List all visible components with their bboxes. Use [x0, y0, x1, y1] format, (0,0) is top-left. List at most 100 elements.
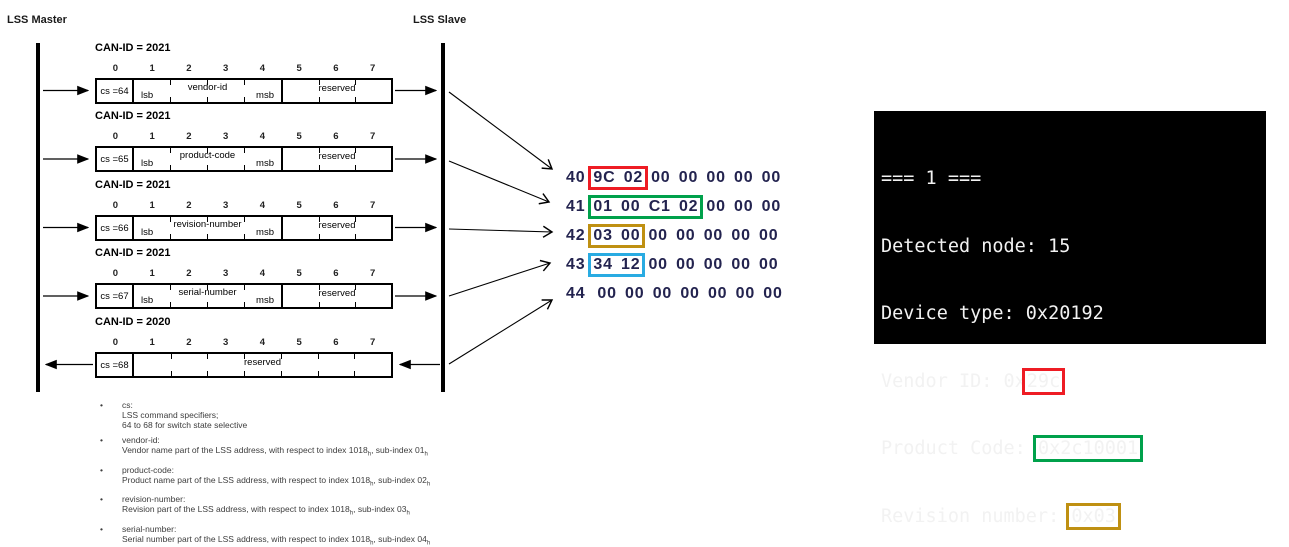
note-desc: Revision part of the LSS address, with r…: [122, 504, 410, 518]
msb-label: msb: [256, 158, 274, 169]
data-field-region: lsb revision-number msb: [134, 217, 283, 239]
mapping-arrow: [448, 259, 552, 297]
reserved-region: reserved: [283, 217, 391, 239]
reserved-region: reserved: [283, 148, 391, 170]
cs-cell: cs =65: [97, 148, 134, 170]
lss-master-label: LSS Master: [7, 14, 67, 26]
bullet-icon: •: [100, 464, 103, 475]
note-desc: Vendor name part of the LSS address, wit…: [122, 445, 428, 458]
lsb-label: lsb: [141, 227, 154, 238]
frame-box: cs =66 lsb revision-number msb reserved: [95, 215, 393, 241]
note-desc: Product name part of the LSS address, wi…: [122, 474, 431, 488]
hex-bytes: 00 00 00 00 00: [651, 168, 782, 186]
reserved-region: reserved: [134, 354, 391, 376]
note-term: serial-number:: [122, 524, 177, 535]
note-term: revision-number:: [122, 494, 186, 505]
hex-bytes: 00 00 00 00 00: [648, 255, 779, 273]
note-product-code: • product-code: Product name part of the…: [98, 465, 638, 490]
frame-box: cs =64 lsb vendor-id msb reserved: [95, 78, 393, 104]
canid-label: CAN-ID = 2021: [95, 110, 171, 122]
field-label: vendor-id: [187, 82, 228, 93]
footnotes: • cs: LSS command specifiers; 64 to 68 f…: [98, 400, 638, 547]
reserved-label: reserved: [318, 288, 356, 299]
master-timeline: [36, 43, 40, 392]
bullet-icon: •: [100, 400, 103, 410]
note-cs: • cs: LSS command specifiers; 64 to 68 f…: [98, 400, 638, 430]
product-code-value-highlight: 0x2c10001: [1032, 435, 1144, 462]
reserved-region: reserved: [283, 285, 391, 307]
frame-box: cs =68 reserved: [95, 352, 393, 378]
note-vendor-id: • vendor-id: Vendor name part of the LSS…: [98, 435, 638, 460]
hex-bytes: 00 00 00 00 00: [648, 226, 779, 244]
bullet-icon: •: [100, 524, 103, 535]
lsb-label: lsb: [141, 90, 154, 101]
frame-box: cs =65 lsb product-code msb reserved: [95, 146, 393, 172]
reserved-label: reserved: [318, 220, 356, 231]
terminal-line-vendor-id: Vendor ID: 0x29c: [881, 367, 1266, 395]
vendor-id-value-highlight: 29c: [1021, 367, 1066, 395]
mapping-arrows: [448, 91, 554, 365]
reserved-region: reserved: [283, 80, 391, 102]
reserved-label: reserved: [318, 151, 356, 162]
mapping-arrow: [448, 91, 554, 170]
cs-cell: cs =68: [97, 354, 134, 376]
terminal-line-product-code: Product Code: 0x2c10001: [881, 435, 1266, 462]
serial-bytes-highlight: 34 12: [588, 252, 646, 277]
cs-cell: cs =64: [97, 80, 134, 102]
terminal-line-detected-node: Detected node: 15: [881, 235, 1071, 257]
frame-box: cs =67 lsb serial-number msb reserved: [95, 283, 393, 309]
revision-value-highlight: 0x03: [1066, 502, 1121, 530]
canid-label: CAN-ID = 2021: [95, 179, 171, 191]
field-label: serial-number: [178, 287, 237, 298]
hex-addr: 40: [566, 168, 586, 186]
terminal-window: === 1 === Detected node: 15 Device type:…: [874, 111, 1266, 530]
note-term: product-code:: [122, 464, 174, 475]
mapping-arrow: [448, 160, 551, 205]
canid-label: CAN-ID = 2021: [95, 42, 171, 54]
field-label: product-code: [179, 150, 236, 161]
msb-label: msb: [256, 227, 274, 238]
revision-bytes-highlight: 03 00: [588, 223, 646, 248]
hex-bytes: 00 00 00 00 00 00 00: [597, 284, 783, 302]
canid-label: CAN-ID = 2020: [95, 316, 171, 328]
note-desc: 64 to 68 for switch state selective: [122, 420, 248, 430]
lss-slave-label: LSS Slave: [413, 14, 467, 26]
hex-addr: 42: [566, 226, 586, 244]
terminal-line-header: === 1 ===: [881, 168, 982, 189]
note-revision-number: • revision-number: Revision part of the …: [98, 494, 638, 519]
cs-cell: cs =67: [97, 285, 134, 307]
hex-addr: 43: [566, 255, 586, 273]
note-desc: Serial number part of the LSS address, w…: [122, 534, 431, 547]
canid-label: CAN-ID = 2021: [95, 247, 171, 259]
bullet-icon: •: [100, 435, 103, 445]
terminal-line-revision-number: Revision number: 0x03: [881, 502, 1266, 530]
note-term: cs:: [122, 400, 133, 410]
data-field-region: lsb serial-number msb: [134, 285, 283, 307]
lsb-label: lsb: [141, 295, 154, 306]
lsb-label: lsb: [141, 158, 154, 169]
vendor-id-bytes-highlight: 9C 02: [588, 165, 649, 190]
slave-timeline: [441, 43, 445, 392]
data-field-region: lsb vendor-id msb: [134, 80, 283, 102]
bullet-icon: •: [100, 494, 103, 505]
note-desc: LSS command specifiers;: [122, 410, 219, 420]
msb-label: msb: [256, 90, 274, 101]
note-term: vendor-id:: [122, 435, 160, 445]
mapping-arrow: [448, 225, 554, 238]
msb-label: msb: [256, 295, 274, 306]
